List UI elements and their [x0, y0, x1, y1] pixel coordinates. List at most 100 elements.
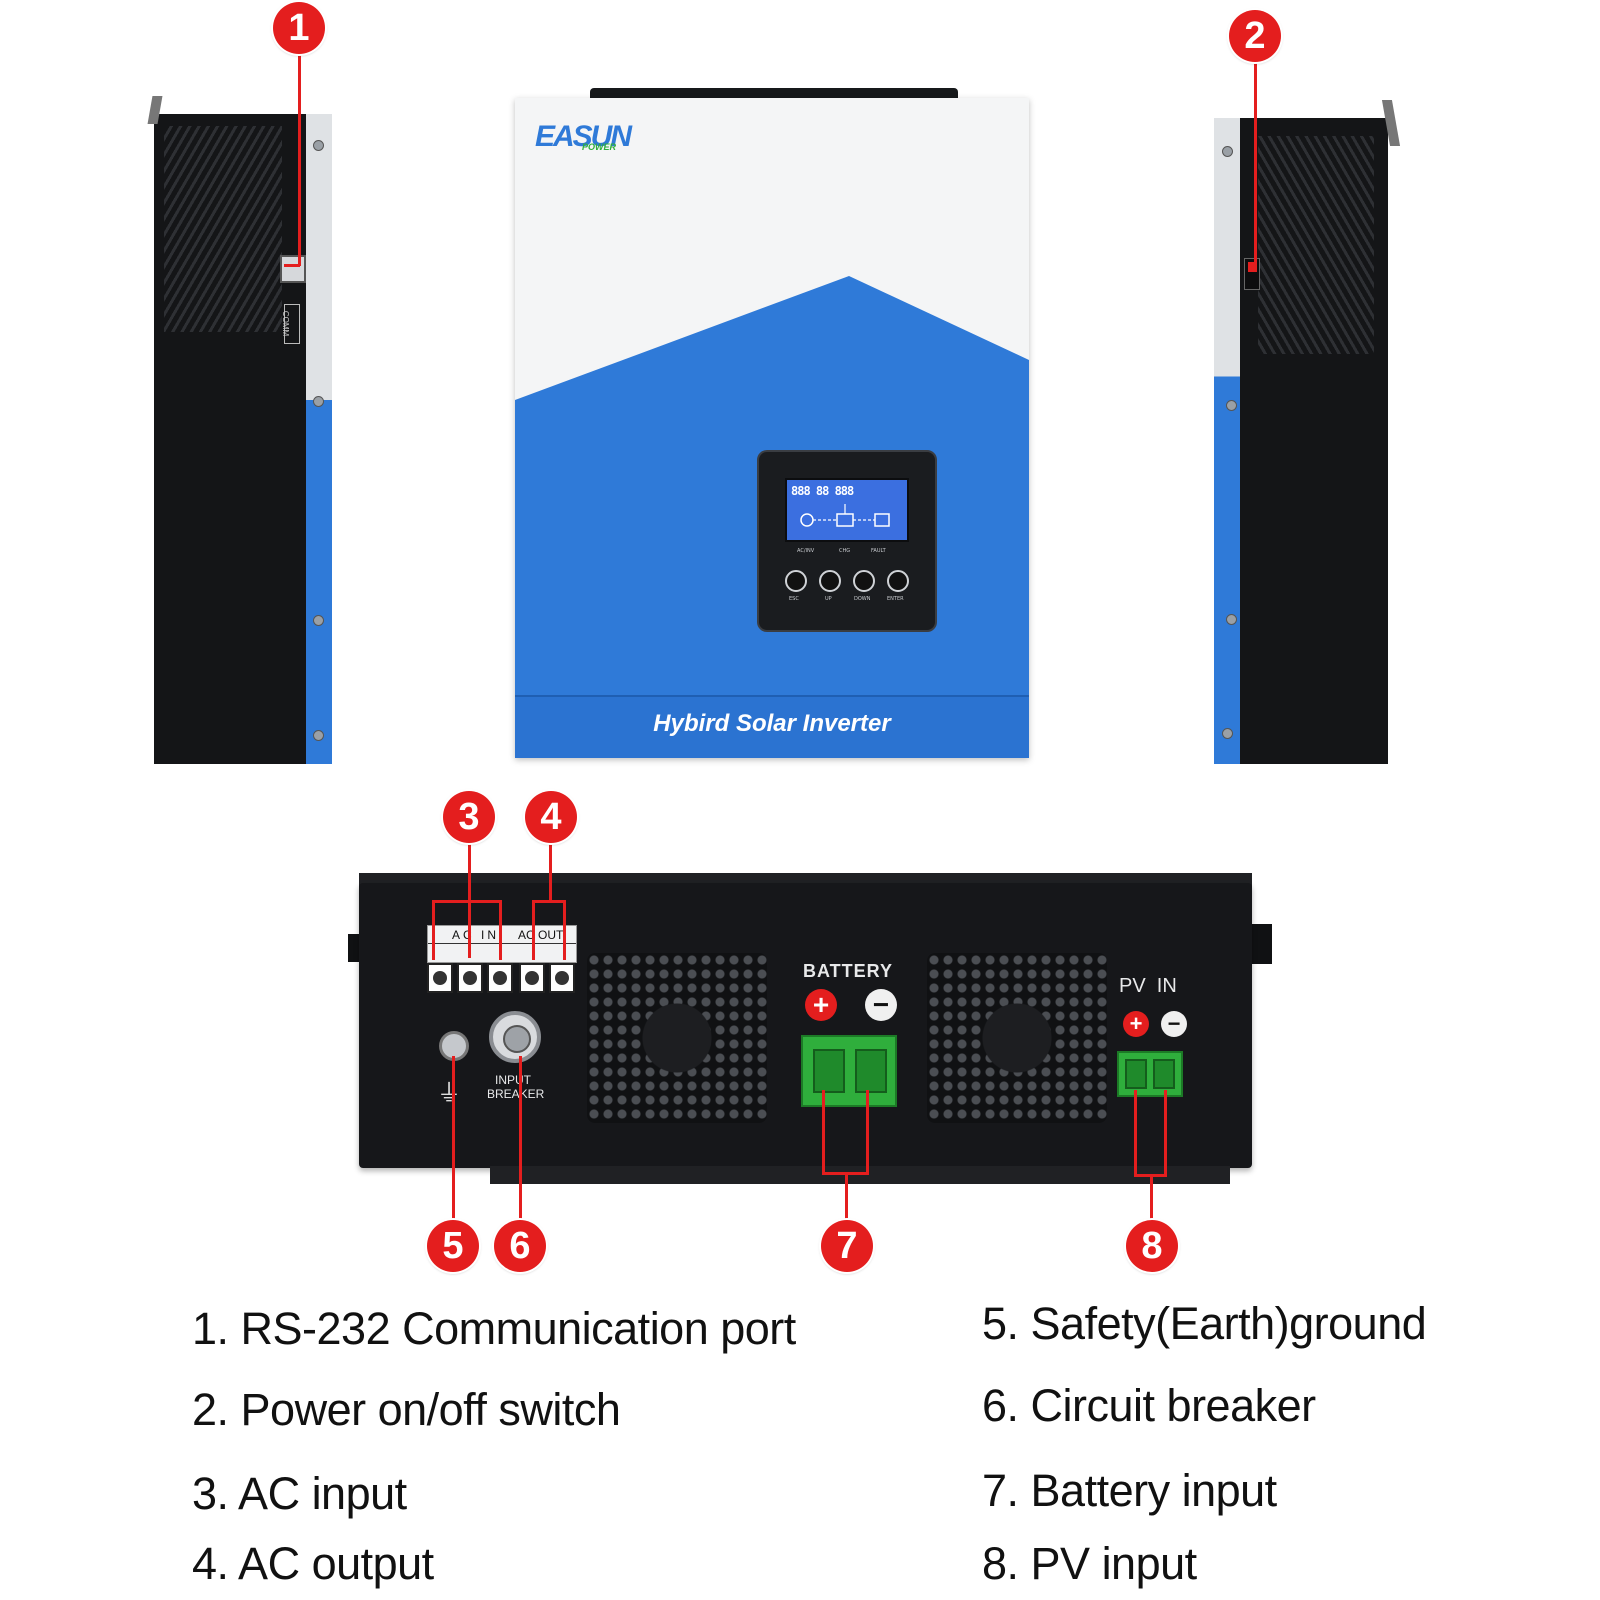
rear-bottom-foot	[490, 1166, 1230, 1184]
marker-7: 7	[821, 1220, 873, 1272]
rear-right-ear	[1250, 924, 1272, 964]
marker-7-bracket	[822, 1090, 825, 1174]
pv-terminal-block[interactable]	[1117, 1051, 1183, 1097]
marker-2: 2	[1229, 10, 1281, 62]
front-blue-shape	[515, 276, 1029, 758]
marker-7-line	[845, 1172, 848, 1224]
marker-3-bracket	[499, 900, 502, 960]
lcd-button-label: UP	[825, 596, 832, 602]
marker-7-bracket	[866, 1090, 869, 1174]
legend-item-2: 2. Power on/off switch	[192, 1384, 621, 1435]
battery-terminal-block[interactable]	[801, 1035, 897, 1107]
marker-8-line	[1150, 1174, 1153, 1226]
marker-1-line	[298, 48, 301, 266]
screw	[1222, 728, 1233, 739]
earth-symbol: ⏚	[437, 1080, 461, 1107]
left-side-panel	[154, 114, 306, 764]
marker-4-line	[549, 838, 552, 902]
screw	[313, 615, 324, 626]
brand-logo: EASUN POWER	[535, 120, 632, 154]
pv-minus-icon: −	[1161, 1011, 1187, 1037]
marker-8-bracket	[1134, 1090, 1137, 1176]
lcd-indicator-fault: FAULT	[871, 548, 886, 554]
screw	[313, 730, 324, 741]
screw	[1226, 400, 1237, 411]
ac-in-terminal-l[interactable]	[457, 963, 483, 993]
marker-3-bracket	[432, 900, 502, 903]
legend-item-8: 8. PV input	[982, 1538, 1197, 1589]
lcd-button-label: ESC	[789, 596, 799, 602]
lcd-indicator-ac: AC/INV	[797, 548, 815, 554]
marker-4: 4	[525, 791, 577, 843]
input-breaker-label-2: BREAKER	[487, 1087, 545, 1101]
ac-terminal-plate: AC IN AC OUT	[427, 925, 577, 963]
marker-4-bracket	[563, 900, 566, 960]
power-switch	[1244, 258, 1260, 290]
front-product-label: Hybird Solar Inverter	[653, 710, 891, 737]
ac-out-terminal-n[interactable]	[549, 963, 575, 993]
ac-in-terminal-n[interactable]	[487, 963, 513, 993]
lcd-button-label: ENTER	[887, 596, 904, 602]
marker-3: 3	[443, 791, 495, 843]
marker-4-bracket	[532, 900, 535, 960]
rear-panel: AC IN AC OUT ⏚ INPUT BREAKER BATTERY + −…	[359, 883, 1252, 1168]
legend-item-3: 3. AC input	[192, 1468, 407, 1519]
legend-item-5: 5. Safety(Earth)ground	[982, 1298, 1427, 1349]
pv-in-label: PV IN	[1119, 975, 1177, 997]
lcd-indicator-chg: CHG	[839, 548, 851, 554]
cooling-fan-right	[927, 953, 1107, 1123]
left-vent	[164, 126, 282, 332]
marker-3-line	[468, 838, 471, 958]
ac-out-label: AC OUT	[518, 928, 564, 942]
pv-terminal-positive[interactable]	[1125, 1059, 1147, 1089]
lcd-button-up[interactable]	[819, 570, 841, 592]
pv-plus-icon: +	[1123, 1011, 1149, 1037]
lcd-button-down[interactable]	[853, 570, 875, 592]
battery-minus-icon: −	[865, 989, 897, 1021]
battery-plus-icon: +	[805, 989, 837, 1021]
rs232-port	[280, 255, 306, 283]
input-breaker[interactable]	[489, 1011, 541, 1063]
brand-name: EASUN	[535, 120, 632, 153]
right-side-panel	[1240, 118, 1388, 764]
lcd-button-enter[interactable]	[887, 570, 909, 592]
right-vent	[1258, 136, 1374, 354]
cooling-fan-left	[587, 953, 767, 1123]
marker-8-bracket	[1164, 1090, 1167, 1176]
ac-in-label: AC IN	[452, 928, 500, 942]
marker-1: 1	[273, 2, 325, 54]
marker-3-bracket	[432, 900, 435, 960]
legend-item-7: 7. Battery input	[982, 1465, 1277, 1516]
screw	[313, 140, 324, 151]
lcd-flow-diagram	[800, 504, 890, 527]
marker-6: 6	[494, 1220, 546, 1272]
screw	[313, 396, 324, 407]
lcd-button-esc[interactable]	[785, 570, 807, 592]
marker-2-line	[1254, 56, 1257, 272]
brand-sub: POWER	[582, 142, 617, 152]
lcd-button-label: DOWN	[854, 596, 871, 602]
battery-label: BATTERY	[803, 961, 893, 981]
battery-terminal-negative[interactable]	[855, 1049, 887, 1093]
battery-terminal-positive[interactable]	[813, 1049, 845, 1093]
marker-6-line	[519, 1056, 522, 1226]
comm-label-box: COMM	[281, 304, 300, 344]
marker-8: 8	[1126, 1220, 1178, 1272]
marker-5-line	[452, 1056, 455, 1226]
ac-in-terminal-ground[interactable]	[427, 963, 453, 993]
lcd-readout: 888 88 888	[791, 484, 854, 498]
legend-item-1: 1. RS-232 Communication port	[192, 1303, 796, 1354]
screw	[1222, 146, 1233, 157]
lcd-module: 888 88 888 AC/INV CHG FAULT ESC UP DOWN …	[757, 450, 937, 632]
rear-left-ear	[348, 934, 362, 962]
marker-5: 5	[427, 1220, 479, 1272]
ac-out-terminal-l[interactable]	[519, 963, 545, 993]
marker-1-tick	[284, 264, 300, 267]
legend-item-6: 6. Circuit breaker	[982, 1380, 1316, 1431]
pv-terminal-negative[interactable]	[1153, 1059, 1175, 1089]
comm-label: COMM	[281, 310, 291, 337]
left-side-trim	[306, 114, 332, 764]
lcd-screen: 888 88 888	[785, 478, 909, 542]
front-panel: EASUN POWER 888 88 888 AC/INV CHG FAULT …	[515, 98, 1029, 758]
right-side-trim	[1214, 118, 1240, 764]
